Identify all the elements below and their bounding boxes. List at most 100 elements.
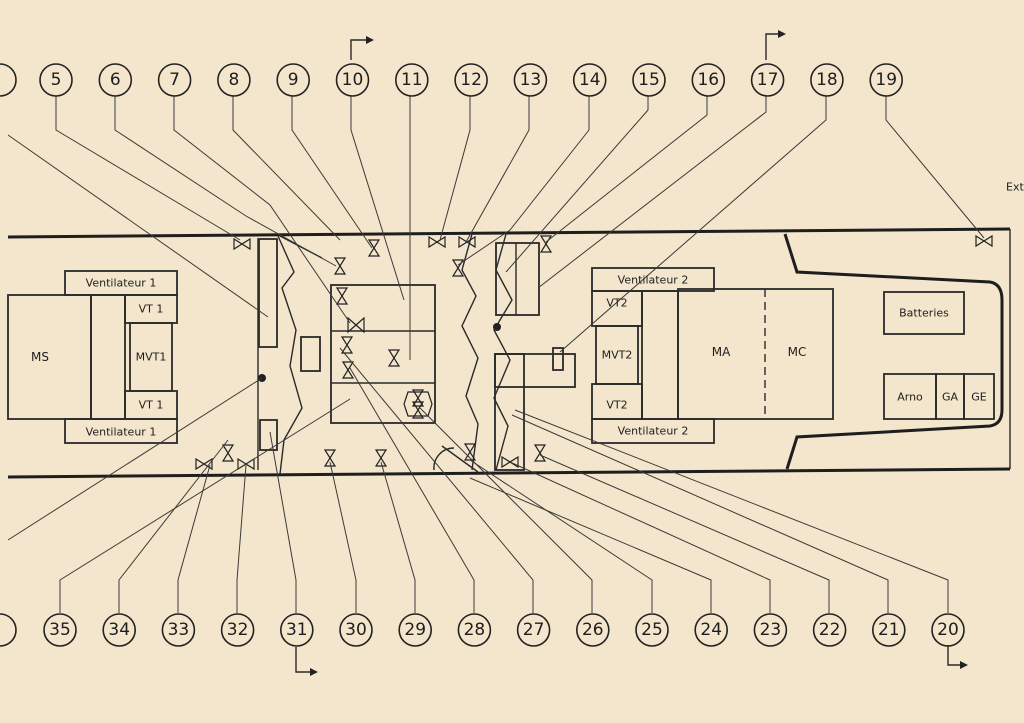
- callout-bottom-number-22: 22: [819, 620, 841, 640]
- callout-bottom-circle-32: [220, 613, 255, 647]
- callout-bottom-circle-30: [339, 613, 373, 647]
- callout-bottom-circle-31: [279, 613, 314, 647]
- callout-top-number-17: 17: [757, 70, 779, 90]
- valve-symbol-3: [975, 234, 993, 248]
- callout-bottom-number-21: 21: [878, 620, 900, 640]
- valve-symbol-23: [403, 391, 433, 417]
- callout-top-circle-7: [157, 63, 192, 97]
- callout-top-number-10: 10: [342, 70, 364, 90]
- label-batteries: Batteries: [899, 307, 949, 320]
- callout-bottom-circle-20: [931, 613, 965, 647]
- callout-bottom-number-30: 30: [345, 620, 367, 640]
- valve-symbol-15: [221, 444, 235, 462]
- label-mc: MC: [788, 345, 807, 359]
- label-ma: MA: [712, 345, 731, 359]
- label-ge: GE: [971, 391, 987, 404]
- callout-bottom-number-35: 35: [49, 620, 71, 640]
- callout-bottom-circle-33: [161, 613, 196, 647]
- valve-symbol-1: [428, 235, 446, 249]
- callout-top-number-16: 16: [697, 70, 719, 90]
- callout-top-circle-18: [810, 63, 844, 97]
- callout-top-circle-13: [513, 63, 548, 97]
- valve-symbol-20: [411, 389, 425, 407]
- label-ventilateur-1-bottom: Ventilateur 1: [86, 426, 157, 439]
- label-ms: MS: [31, 350, 49, 364]
- valve-symbol-19: [533, 444, 547, 462]
- callout-top-number-19: 19: [875, 70, 897, 90]
- callout-top-circle-19: [869, 63, 904, 97]
- callout-top-circle-9: [276, 63, 311, 97]
- callout-bottom-number-28: 28: [464, 620, 486, 640]
- callout-bottom-circle-23: [753, 613, 788, 647]
- label-ventilateur-1-top: Ventilateur 1: [86, 277, 157, 290]
- callout-bottom-circle-35: [43, 613, 77, 647]
- callout-top-number-7: 7: [169, 70, 180, 90]
- callout-top-circle-12: [454, 63, 488, 97]
- callout-bottom-number-24: 24: [700, 620, 722, 640]
- callout-bottom-number-31: 31: [286, 620, 308, 640]
- callout-bottom-number-26: 26: [582, 620, 604, 640]
- valve-symbol-8: [333, 257, 347, 275]
- valve-symbol-17: [374, 449, 388, 467]
- label-ventilateur-2-top: Ventilateur 2: [618, 274, 689, 287]
- callout-top-number-11: 11: [401, 70, 423, 90]
- callout-bottom-number-34: 34: [108, 620, 130, 640]
- engine-block-2: [591, 267, 995, 444]
- callout-top-number-5: 5: [51, 70, 62, 90]
- callout-top-circle-6: [98, 63, 133, 97]
- valve-symbol-0: [233, 237, 251, 251]
- valve-symbol-21: [411, 401, 425, 419]
- callout-top-number-12: 12: [460, 70, 482, 90]
- valve-symbol-2: [458, 235, 476, 249]
- callout-bottom-number-27: 27: [523, 620, 545, 640]
- label-vt1-bottom: VT 1: [139, 399, 164, 412]
- callout-top-number-6: 6: [110, 70, 121, 90]
- valve-symbol-22: [347, 316, 365, 334]
- callout-bottom-circle-34: [102, 613, 136, 647]
- valve-symbol-11: [335, 287, 349, 305]
- callout-partial-left-top: [0, 63, 17, 97]
- callout-top-circle-16: [691, 63, 726, 97]
- valve-symbol-13: [341, 361, 355, 379]
- valve-symbol-18: [463, 443, 477, 461]
- hull: [7, 227, 1011, 479]
- callout-top-number-18: 18: [816, 70, 838, 90]
- label-arno: Arno: [897, 391, 923, 404]
- callout-partial-left-bottom: [0, 613, 17, 647]
- callout-top-circle-15: [632, 63, 666, 97]
- callout-top-number-13: 13: [520, 70, 542, 90]
- label-vt2-top: VT2: [606, 297, 627, 310]
- label-mvt2: MVT2: [602, 349, 633, 362]
- engine-block-1: [7, 270, 178, 444]
- label-ventilateur-2-bottom: Ventilateur 2: [618, 425, 689, 438]
- callout-top-number-9: 9: [288, 70, 299, 90]
- room-labels: MS Ventilateur 1 VT 1 MVT1 VT 1 Ventilat…: [31, 181, 1024, 439]
- callout-bottom-number-29: 29: [404, 620, 426, 640]
- callout-bottom-circle-22: [812, 613, 847, 647]
- valve-symbol-14: [387, 349, 401, 367]
- callout-top-circle-17: [750, 63, 785, 97]
- callout-top-circle-8: [217, 63, 251, 97]
- callout-bottom-circle-25: [635, 613, 669, 647]
- callout-bottom-number-32: 32: [227, 620, 249, 640]
- leader-lines: [7, 96, 985, 613]
- callout-top-circle-10: [335, 63, 370, 97]
- valve-symbol-9: [451, 259, 465, 277]
- callout-bottom-circle-29: [398, 613, 433, 647]
- callout-bottom-number-20: 20: [937, 620, 959, 640]
- callout-bottom-number-33: 33: [168, 620, 190, 640]
- callout-bottom-circle-24: [694, 613, 729, 647]
- callout-top-number-14: 14: [579, 70, 601, 90]
- label-mvt1: MVT1: [136, 351, 167, 364]
- callout-bottom-circle-21: [871, 613, 906, 647]
- callout-bottom-circle-27: [516, 613, 551, 647]
- callout-bottom-circle-26: [575, 613, 610, 647]
- label-vt2-bottom: VT2: [606, 399, 627, 412]
- edge-text: Extrém: [1006, 181, 1024, 194]
- callout-top-circle-14: [572, 63, 607, 97]
- callout-bottom-circle-28: [457, 613, 492, 647]
